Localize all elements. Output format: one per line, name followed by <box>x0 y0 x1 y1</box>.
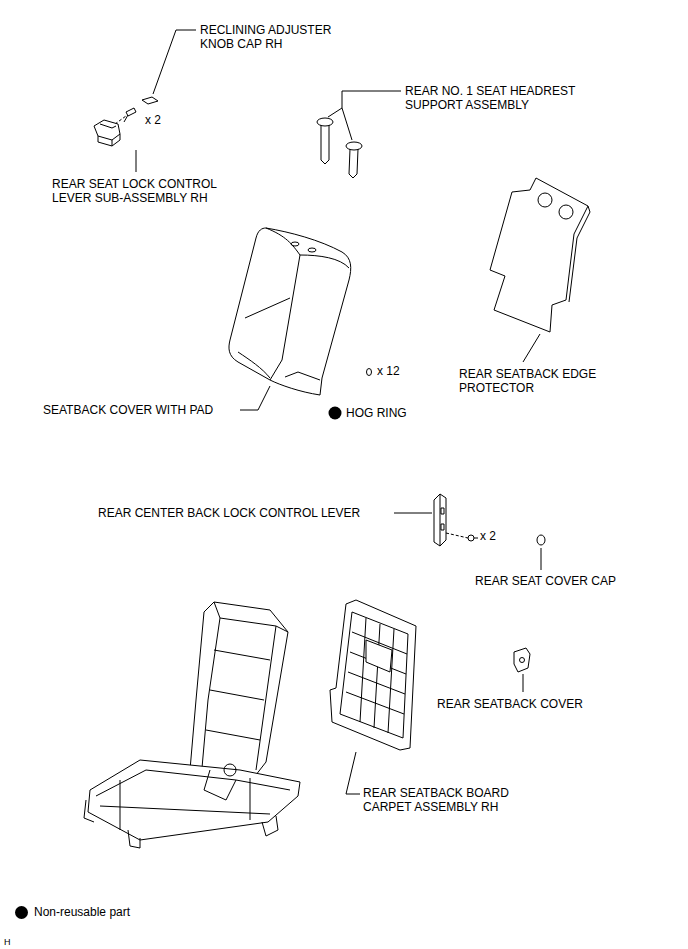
part-name: REAR SEAT LOCK CONTROL LEVER SUB-ASSEMBL… <box>52 177 232 205</box>
legend-swatch <box>15 906 28 919</box>
dashed-line <box>446 533 468 538</box>
quantity: x 2 <box>480 529 496 543</box>
seatback-cover-pad <box>229 228 351 395</box>
part-name: REAR SEATBACK EDGE PROTECTOR <box>459 367 619 395</box>
quantity: x 2 <box>145 113 161 127</box>
part-name: HOG RING <box>346 406 407 420</box>
part-name: REAR NO. 1 SEAT HEADREST SUPPORT ASSEMBL… <box>405 84 595 112</box>
legend-text: Non-reusable part <box>34 905 130 919</box>
headrest-support <box>317 118 362 178</box>
edge-protector <box>490 178 590 332</box>
quantity: x 12 <box>377 364 400 378</box>
screw <box>468 535 478 541</box>
part-name: REAR SEATBACK BOARD CARPET ASSEMBLY RH <box>363 786 528 814</box>
seat-frame <box>84 602 300 848</box>
figure-code: H <box>4 935 11 949</box>
cover-cap <box>537 535 545 545</box>
part-name: REAR CENTER BACK LOCK CONTROL LEVER <box>98 506 360 520</box>
center-lock-lever <box>434 494 446 546</box>
legend-entry: Non-reusable part <box>15 905 130 919</box>
dashed-line <box>115 116 126 124</box>
knob-cap <box>142 97 158 104</box>
part-name: SEATBACK COVER WITH PAD <box>43 403 213 417</box>
part-name: REAR SEAT COVER CAP <box>475 574 616 588</box>
part-name: RECLINING ADJUSTER KNOB CAP RH <box>200 23 350 51</box>
lock-lever <box>94 120 120 146</box>
part-name: REAR SEATBACK COVER <box>437 697 583 711</box>
non-reusable-mark <box>329 407 342 420</box>
hog-ring <box>367 369 372 376</box>
screw <box>124 108 136 122</box>
seatback-cover <box>514 648 530 672</box>
board-carpet <box>330 600 416 750</box>
